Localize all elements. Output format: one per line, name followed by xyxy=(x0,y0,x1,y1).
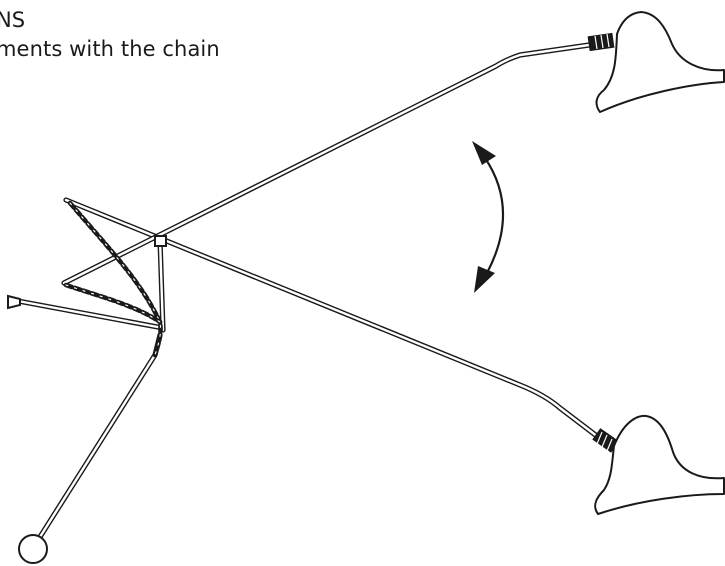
arm-end-cap xyxy=(7,294,21,310)
foot-disc xyxy=(18,534,48,564)
lamp-shade-icon xyxy=(587,11,725,113)
base-foot xyxy=(18,332,163,564)
chain-upper xyxy=(67,200,163,358)
chain-positions xyxy=(63,200,163,358)
double-headed-curved-arrow-icon xyxy=(472,141,505,293)
upper-arm xyxy=(61,41,599,286)
caption-line-1: NS xyxy=(0,8,26,32)
caption-line-2: ments with the chain xyxy=(0,37,220,61)
instruction-caption: NS ments with the chain xyxy=(0,6,220,64)
lower-arm xyxy=(63,197,609,446)
lamp-shade-icon xyxy=(592,414,725,515)
bottom-shade xyxy=(594,414,725,515)
pivot-post xyxy=(157,237,166,333)
top-shade xyxy=(595,11,725,113)
pivot-joint xyxy=(154,235,167,247)
horizontal-arm xyxy=(7,294,166,331)
